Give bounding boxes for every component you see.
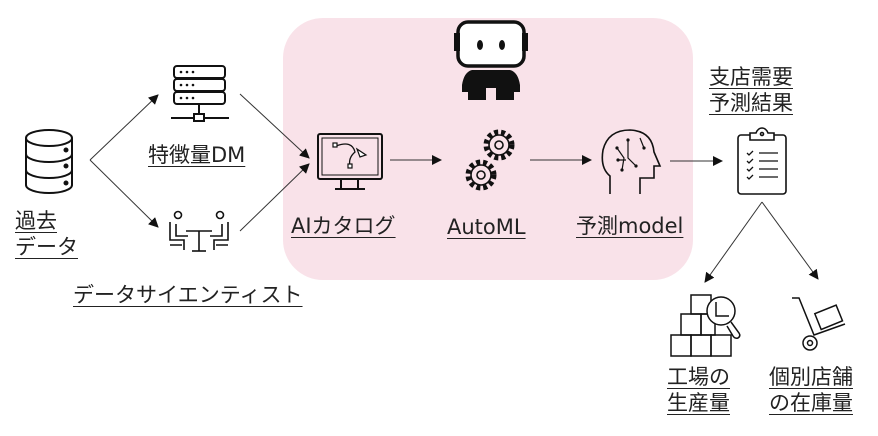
ai-catalog-label: AIカタログ [291, 214, 396, 238]
branch-forecast-line-1: 支店需要 [709, 65, 793, 89]
server-icon [171, 65, 229, 122]
arrow-result-to-store [761, 201, 819, 280]
factory-production-line-1: 工場の [667, 365, 730, 389]
monitor-design-icon [317, 133, 383, 190]
past-data-label: 過去 データ [15, 208, 78, 260]
robot-icon [454, 20, 528, 100]
arrow-result-to-factory [704, 201, 763, 283]
store-inventory-label: 個別店舗 の在庫量 [769, 364, 853, 416]
hand-truck-icon [792, 297, 846, 351]
boxes-search-icon [670, 294, 741, 357]
gears-icon [465, 129, 515, 191]
factory-production-line-2: 生産量 [667, 391, 730, 415]
factory-production-label: 工場の 生産量 [667, 364, 730, 416]
data-scientist-label: データサイエンティスト [73, 283, 303, 307]
prediction-model-label: 予測model [576, 214, 684, 238]
clipboard-checklist-icon [737, 127, 787, 195]
arrow-dm-to-catalog [239, 93, 310, 159]
branch-forecast-label: 支店需要 予測結果 [709, 64, 793, 116]
store-inventory-line-1: 個別店舗 [769, 365, 853, 389]
arrow-data-to-dm [89, 94, 159, 161]
automl-label: AutoML [447, 215, 526, 239]
feature-dm-label: 特徴量DM [148, 143, 246, 167]
branch-forecast-line-2: 予測結果 [709, 91, 793, 115]
past-data-line-1: 過去 [15, 209, 57, 233]
database-icon [25, 129, 73, 194]
arrow-scientist-to-catalog [239, 163, 310, 232]
arrow-data-to-scientist [89, 159, 159, 228]
ai-head-icon [601, 129, 662, 194]
meeting-people-icon [169, 210, 229, 252]
past-data-line-2: データ [15, 235, 78, 259]
store-inventory-line-2: の在庫量 [769, 391, 853, 415]
